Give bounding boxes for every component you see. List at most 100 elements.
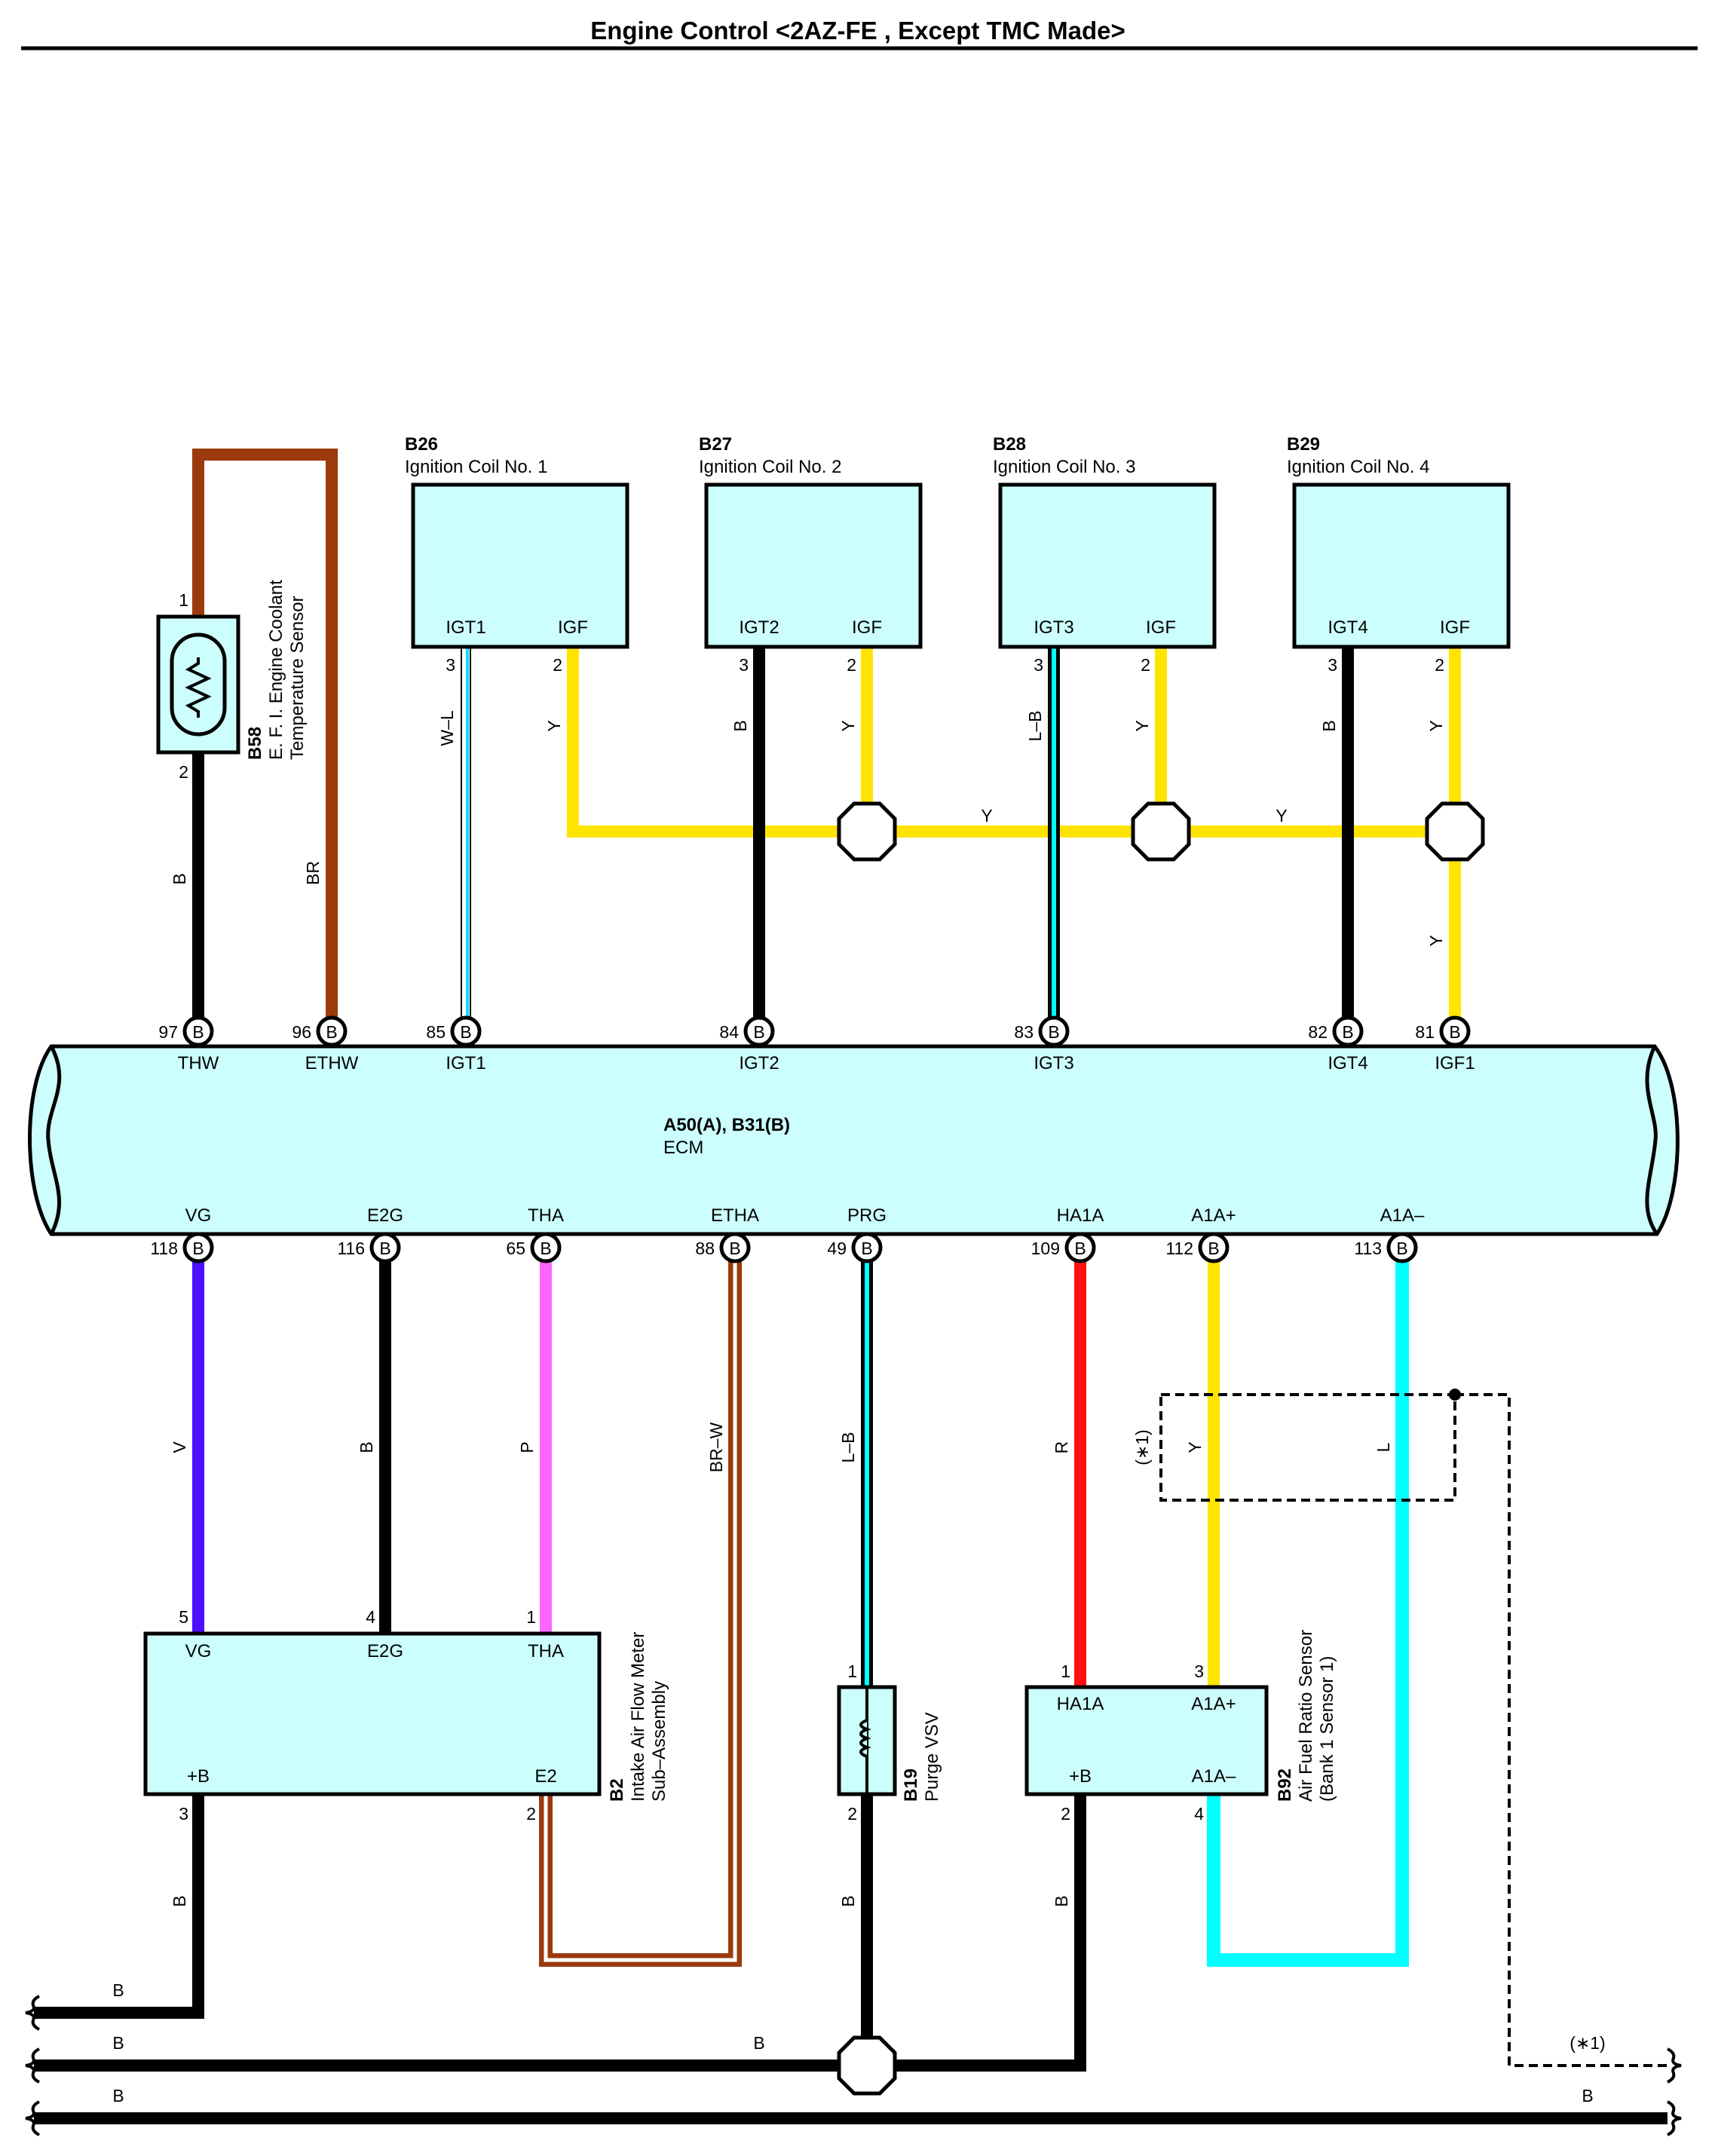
b92-pin-a1am: 4 xyxy=(1194,1804,1204,1824)
b2-name-line1: Intake Air Flow Meter xyxy=(628,1632,648,1802)
connector-label: B xyxy=(1449,1022,1460,1042)
shield-box xyxy=(1159,1393,1456,1502)
b58-pin1: 1 xyxy=(179,590,188,610)
b2-pin-vg: 5 xyxy=(179,1607,188,1627)
wire-label: Y xyxy=(838,720,858,731)
connector-label: B xyxy=(861,1239,872,1258)
wire-label: L–B xyxy=(838,1432,858,1463)
ecm-pin-igt2: B 84 IGT2 xyxy=(719,1015,779,1073)
shield-note: (∗1) xyxy=(1132,1429,1152,1465)
wire-label: R xyxy=(1052,1441,1071,1454)
b27-pin-right: 2 xyxy=(847,655,856,675)
wire-label: Y xyxy=(1185,1441,1205,1453)
ecm-pin-thw: B 97 THW xyxy=(158,1015,219,1073)
b28-pin-right: 2 xyxy=(1141,655,1150,675)
b92-pin-ha1a: 1 xyxy=(1061,1661,1070,1681)
b27-pin-left: 3 xyxy=(739,655,749,675)
connector-b-icon xyxy=(1198,1232,1230,1263)
wire-label: Y xyxy=(1276,806,1287,825)
wire-label: V xyxy=(170,1441,189,1453)
connector-label: B xyxy=(460,1022,471,1042)
b58-pin2: 2 xyxy=(179,762,188,782)
pin-name: IGT3 xyxy=(1034,1053,1073,1073)
break-mark-left xyxy=(25,2100,40,2136)
connector-b-icon xyxy=(1439,1015,1471,1047)
ecm-pin-igt4: B 82 IGT4 xyxy=(1308,1015,1368,1073)
b29-term-right: IGF xyxy=(1440,617,1470,638)
pin-name: ETHW xyxy=(305,1053,359,1073)
b29-code: B29 xyxy=(1287,434,1320,455)
b92-term-a1ap: A1A+ xyxy=(1191,1694,1236,1714)
pin-name: THW xyxy=(178,1053,219,1073)
connector-b-icon xyxy=(1386,1232,1418,1263)
wire-label: Y xyxy=(1132,720,1152,731)
pin-number: 112 xyxy=(1165,1239,1193,1258)
pin-number: 82 xyxy=(1308,1022,1328,1042)
wire-label: B xyxy=(112,2033,124,2053)
b2-term-vg: VG xyxy=(185,1641,212,1661)
ecm-pin-igt3: B 83 IGT3 xyxy=(1014,1015,1074,1073)
connector-b-icon xyxy=(743,1015,775,1047)
break-mark-left xyxy=(25,1995,40,2031)
ecm-pin-e2g: E2G B 116 xyxy=(337,1205,403,1263)
pin-number: 97 xyxy=(158,1022,178,1042)
b29-pin-left: 3 xyxy=(1328,655,1337,675)
b26-term-left: IGT1 xyxy=(446,617,485,638)
connector-b-icon xyxy=(369,1232,401,1263)
connector-b-icon xyxy=(1332,1015,1364,1047)
b27-box xyxy=(704,482,923,649)
b27-term-right: IGF xyxy=(852,617,882,638)
ecm-pin-ha1a: HA1A B 109 xyxy=(1031,1205,1104,1263)
b19-name: Purge VSV xyxy=(922,1712,942,1802)
shield-drain-line xyxy=(1455,1393,1668,2067)
ecm-left-edge xyxy=(46,1045,62,1236)
wire-label: B xyxy=(838,1895,858,1906)
pin-number: 116 xyxy=(337,1239,365,1258)
connector-label: B xyxy=(729,1239,740,1258)
pin-number: 84 xyxy=(719,1022,739,1042)
pin-name: ETHA xyxy=(711,1205,759,1226)
b58-name-line1: E. F. I. Engine Coolant xyxy=(266,580,286,760)
shield-junction-dot xyxy=(1449,1389,1461,1401)
wire-label: Y xyxy=(1426,935,1446,946)
wire-ethw-br xyxy=(192,449,338,1022)
b92-term-b: +B xyxy=(1069,1766,1092,1787)
b28-pin-left: 3 xyxy=(1034,655,1043,675)
b19-pin-top: 1 xyxy=(847,1661,857,1681)
b29-box xyxy=(1292,482,1511,649)
junction-connector xyxy=(837,801,897,862)
pin-number: 85 xyxy=(426,1022,446,1042)
wire-label: B xyxy=(357,1441,376,1453)
wire-label: B xyxy=(170,873,189,884)
wire-b2-ground xyxy=(34,1794,204,2019)
b26-box xyxy=(411,482,629,649)
wire-b92-ground xyxy=(867,1794,1086,2072)
ecm-pin-igt1: B 85 IGT1 xyxy=(426,1015,486,1073)
b29-name: Ignition Coil No. 4 xyxy=(1287,457,1429,477)
pin-name: PRG xyxy=(847,1205,887,1226)
connector-b-icon xyxy=(719,1232,751,1263)
connector-label: B xyxy=(192,1239,204,1258)
ecm-pin-etha: ETHA B 88 xyxy=(695,1205,759,1263)
b29-ignition-coil: B29 Ignition Coil No. 4 IGT4 IGF 3 2 xyxy=(1287,434,1511,675)
pin-name: HA1A xyxy=(1057,1205,1104,1226)
connector-label: B xyxy=(1074,1239,1086,1258)
pin-number: 109 xyxy=(1031,1239,1060,1258)
pin-number: 96 xyxy=(292,1022,311,1042)
pin-number: 81 xyxy=(1415,1022,1435,1042)
connector-label: B xyxy=(326,1022,337,1042)
b27-name: Ignition Coil No. 2 xyxy=(699,457,841,477)
page-title: Engine Control <2AZ-FE , Except TMC Made… xyxy=(590,17,1125,44)
b2-pin-e2: 2 xyxy=(526,1804,536,1824)
b2-term-e2g: E2G xyxy=(367,1641,403,1661)
connector-label: B xyxy=(1048,1022,1059,1042)
pin-name: IGT1 xyxy=(446,1053,485,1073)
break-mark-right xyxy=(1667,2047,1682,2084)
wire-label: Y xyxy=(544,720,564,731)
b92-code: B92 xyxy=(1275,1769,1295,1802)
wire-label: BR–W xyxy=(706,1422,726,1472)
pin-name: E2G xyxy=(367,1205,403,1226)
b92-pin-a1ap: 3 xyxy=(1194,1661,1204,1681)
wire-label: B xyxy=(1052,1895,1071,1906)
